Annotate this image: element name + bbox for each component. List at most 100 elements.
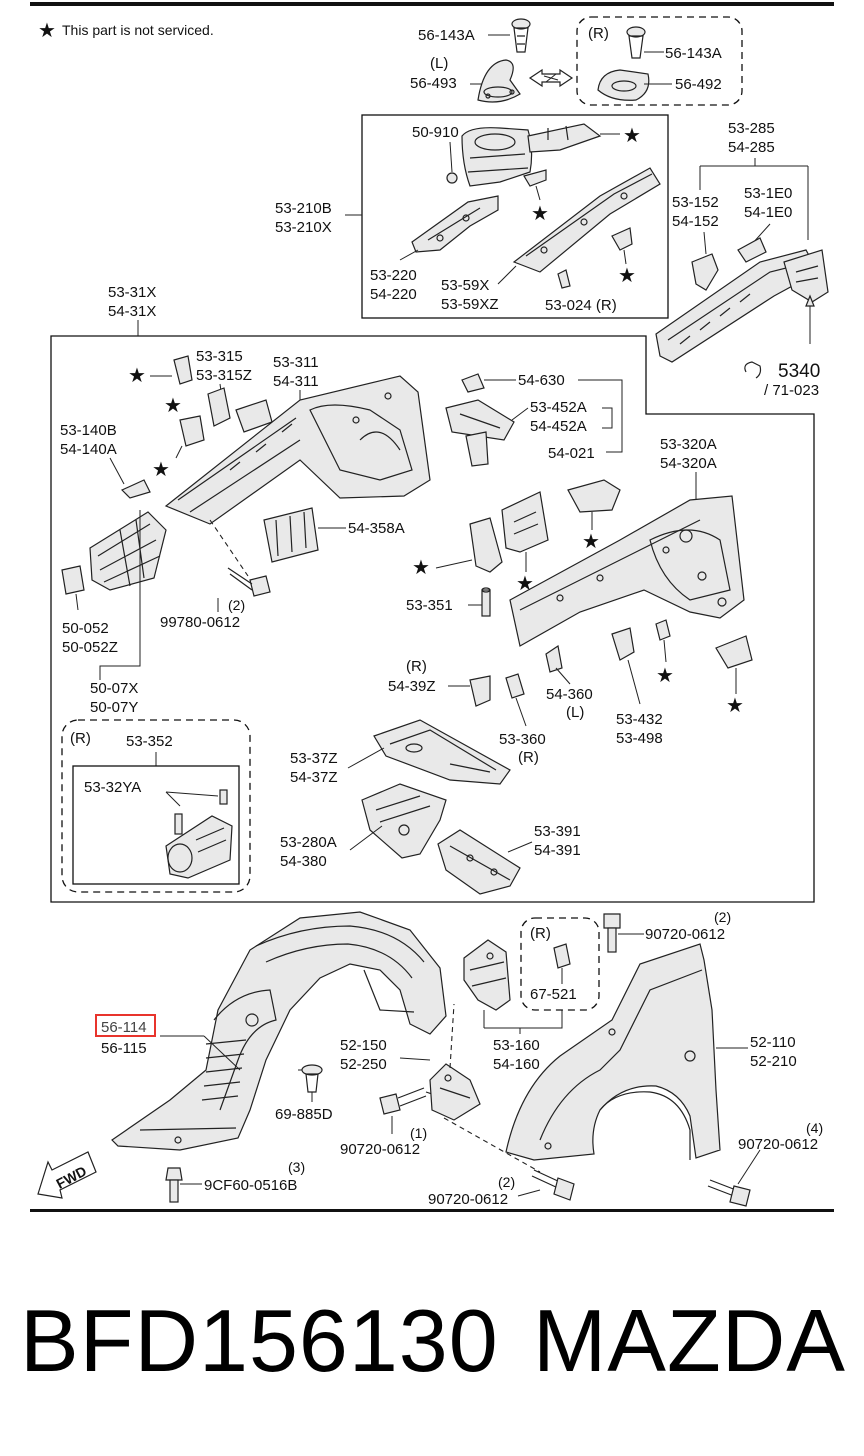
label-53-315Z: 53-315Z	[196, 367, 252, 384]
label-53-280A: 53-280A	[280, 834, 337, 851]
strut-tower-icon	[461, 123, 602, 187]
strut-mount-right-icon	[597, 69, 650, 101]
label-54-320A: 54-320A	[660, 455, 717, 472]
label-99780-qty: (2)	[228, 597, 245, 613]
bracket-icon	[545, 644, 563, 673]
star-icon: ★	[516, 573, 534, 595]
fender-bracket-icon	[463, 939, 511, 1011]
label-54-1E0: 54-1E0	[744, 204, 792, 221]
label-53-285: 53-285	[728, 120, 775, 137]
label-52-210: 52-210	[750, 1053, 797, 1070]
cowl-group: 53-37Z 54-37Z 53-280A 54-380 53-391 54-3…	[280, 719, 581, 895]
label-53-31X: 53-31X	[108, 284, 156, 301]
bolt-icon	[531, 1169, 575, 1201]
label-53-024: 53-024 (R)	[545, 297, 617, 314]
label-53-352: 53-352	[126, 733, 173, 750]
star-icon: ★	[412, 557, 430, 579]
bracket-icon	[461, 373, 485, 393]
bolt-icon	[174, 789, 228, 835]
footer: BFD156130 MAZDA	[0, 1290, 864, 1410]
label-5340: 5340	[778, 361, 820, 382]
fender-liner-group: 56-114 56-115 69-885D (3) 9CF60-0516B FW…	[37, 911, 447, 1203]
label-9CF60-qty: (3)	[288, 1159, 305, 1175]
label-90720-0612-bottom: 90720-0612	[428, 1191, 508, 1208]
bracket-icon	[173, 355, 193, 385]
label-52-110: 52-110	[750, 1034, 796, 1051]
label-54-285: 54-285	[728, 139, 775, 156]
label-54-160: 54-160	[493, 1056, 540, 1073]
main-assembly-box	[50, 335, 815, 903]
label-56-115: 56-115	[101, 1040, 147, 1057]
label-56-143A-left: 56-143A	[418, 27, 475, 44]
cowl-panel-icon	[373, 719, 511, 785]
label-90720-0612-right: 90720-0612	[738, 1136, 818, 1153]
label-50-052Z: 50-052Z	[62, 639, 118, 656]
bracket-icon	[655, 619, 671, 641]
label-56-114: 56-114	[101, 1019, 147, 1036]
label-52-150: 52-150	[340, 1037, 387, 1054]
label-53-320A: 53-320A	[660, 436, 717, 453]
bracket-icon	[553, 943, 571, 969]
label-50-910: 50-910	[412, 124, 459, 141]
label-54-31X: 54-31X	[108, 303, 156, 320]
side-member-icon	[655, 237, 829, 363]
star-icon: ★	[726, 695, 744, 717]
pin-icon	[481, 587, 491, 617]
label-53-152: 53-152	[672, 194, 719, 211]
label-53-432: 53-432	[616, 711, 663, 728]
label-54-360: 54-360	[546, 686, 593, 703]
fender-group: 52-110 52-210 (4) 90720-0612	[505, 943, 823, 1207]
label-90720-0612-top: 90720-0612	[645, 926, 725, 943]
label-53-210B: 53-210B	[275, 200, 332, 217]
label-56-493: 56-493	[410, 75, 457, 92]
clip-icon	[301, 1064, 323, 1093]
jack-bracket-icon	[165, 815, 233, 879]
bolt-icon	[379, 1087, 427, 1115]
apron-box	[361, 114, 669, 319]
bracket-icon	[523, 169, 547, 187]
label-90720-right-qty: (4)	[806, 1120, 823, 1136]
label-90720-0612-mid: 90720-0612	[340, 1141, 420, 1158]
label-99780-0612: 99780-0612	[160, 614, 240, 631]
brand-name: MAZDA	[533, 1291, 846, 1390]
label-53-452A: 53-452A	[530, 399, 587, 416]
label-53-220: 53-220	[370, 267, 417, 284]
bolt-icon	[227, 567, 271, 597]
front-frame-bracket-icon	[361, 783, 447, 859]
label-71-023: / 71-023	[764, 382, 819, 399]
apron-reinforcement-right-icon	[512, 167, 661, 273]
bolt-icon	[165, 1167, 183, 1203]
star-icon: ★	[656, 665, 674, 687]
label-56-143A-right: 56-143A	[665, 45, 722, 62]
apron-brackets-group: 54-630 53-452A 54-452A 54-021	[445, 372, 623, 467]
bracket-icon	[715, 635, 753, 669]
star-icon: ★	[582, 531, 600, 553]
label-90720-mid-qty: (1)	[410, 1125, 427, 1141]
apron-bracket-icon	[445, 399, 515, 467]
label-50-07Y: 50-07Y	[90, 699, 138, 716]
bracket-icon	[611, 627, 635, 661]
label-50-052: 50-052	[62, 620, 109, 637]
highlight-box-56-114	[95, 1014, 156, 1037]
star-icon: ★	[128, 365, 146, 387]
fastener-icon	[744, 361, 762, 379]
label-53-32YA: 53-32YA	[84, 779, 141, 796]
front-apron-group: 53-320A 54-320A ★ ★ ★ 53-351	[388, 436, 753, 766]
label-54-391: 54-391	[534, 842, 581, 859]
bottom-rule	[30, 1209, 834, 1212]
label-52-250: 52-250	[340, 1056, 387, 1073]
strut-mount-group: 56-143A (L) 56-493 (R) 56-143A	[410, 16, 743, 106]
label-53-1E0: 53-1E0	[744, 185, 792, 202]
label-53-140B: 53-140B	[60, 422, 117, 439]
label-r-side-inset: (R)	[70, 730, 91, 747]
label-67-521: 67-521	[530, 986, 577, 1003]
label-l-side: (L)	[430, 55, 448, 72]
frame-extension-icon	[437, 829, 521, 895]
label-r-side-bottom: (R)	[530, 925, 551, 942]
legend-star-icon: ★	[38, 20, 56, 42]
front-apron-icon	[469, 479, 745, 647]
inset-box	[72, 765, 240, 885]
front-side-frame-group: ★ 53-315 53-315Z ★ ★ 53-140B 54-140A 53-…	[60, 348, 431, 716]
label-54-39Z-side: (R)	[406, 658, 427, 675]
